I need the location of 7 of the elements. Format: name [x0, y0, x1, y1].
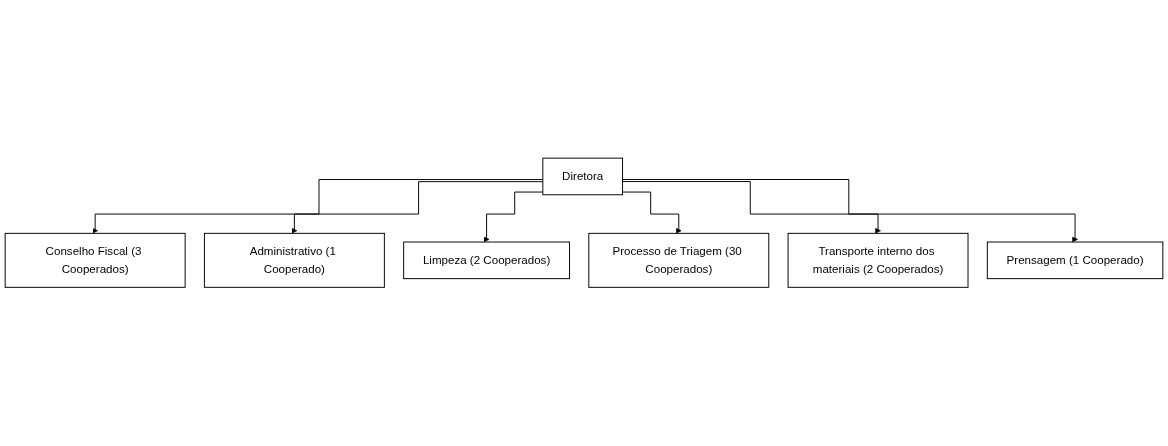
node-box: Transporte interno dos materiais (2 Cooperados) [787, 233, 969, 289]
node-box: Prensagem (1 Cooperado) [986, 241, 1164, 280]
node-box: Conselho Fiscal (3 Cooperados) [4, 233, 186, 289]
node-box: Limpeza (2 Cooperados) [403, 241, 570, 280]
node-box: Administrativo (1 Cooperado) [203, 233, 385, 289]
node-box: Diretora [542, 157, 624, 196]
node-box: Processo de Triagem (30 Cooperados) [588, 233, 770, 289]
